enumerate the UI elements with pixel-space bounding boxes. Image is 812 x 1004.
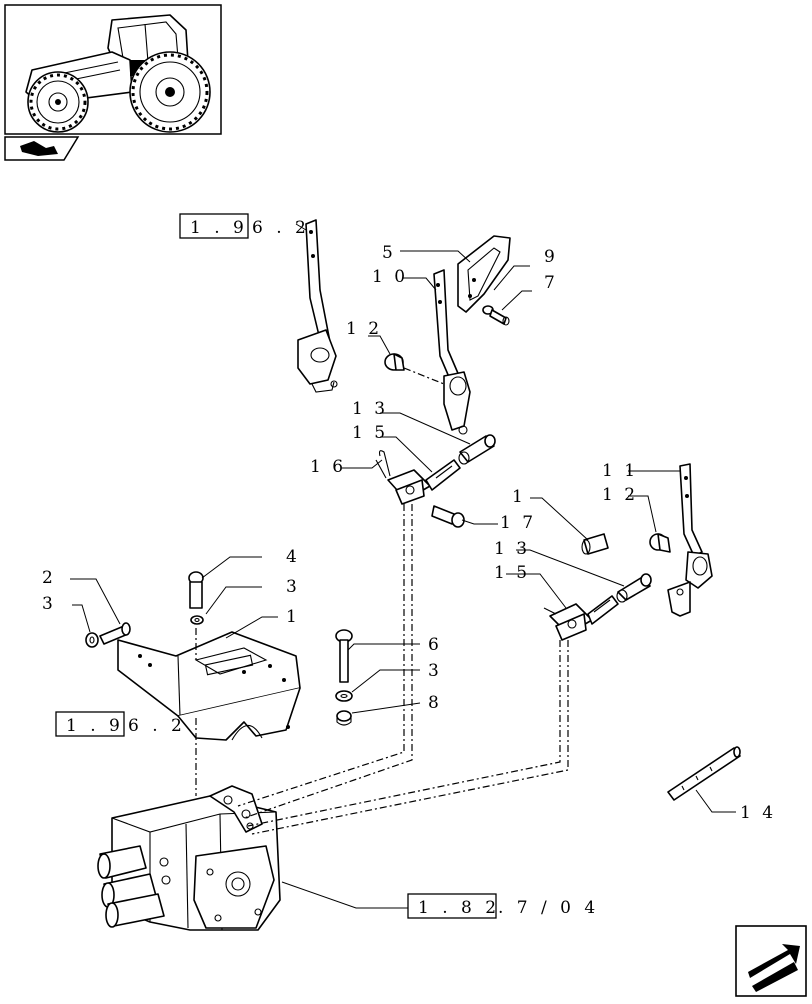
bushing-12-upper xyxy=(384,353,445,385)
handle-5 xyxy=(457,235,511,313)
callout-17: 1 7 xyxy=(500,513,536,533)
upper-lever-left xyxy=(297,219,338,393)
callout-13-upper: 1 3 xyxy=(352,399,388,419)
callout-3-center: 3 xyxy=(428,661,442,681)
linkage-paths xyxy=(195,504,569,835)
callout-8: 8 xyxy=(428,693,442,713)
callout-12-right: 1 2 xyxy=(602,485,638,505)
callout-15-upper: 1 5 xyxy=(352,423,388,443)
lever-11 xyxy=(667,463,713,617)
callout-16: 1 6 xyxy=(310,457,346,477)
callout-12-upper: 1 2 xyxy=(346,319,382,339)
nut-8 xyxy=(336,710,352,726)
washer-3-left xyxy=(85,632,99,648)
ref-left-label: 1 . 9 xyxy=(66,716,124,736)
callout-1-upper: 1 xyxy=(512,487,526,507)
bolt-6 xyxy=(335,629,353,683)
leader-lines xyxy=(70,223,736,909)
ref-bottom-label: 1 . 8 2 xyxy=(418,898,500,918)
clevis-15-right xyxy=(543,595,619,641)
callout-14: 1 4 xyxy=(740,803,776,823)
callout-1-bracket: 1 xyxy=(286,607,300,627)
callout-7: 7 xyxy=(544,273,558,293)
ref-bottom-suffix: . 7 / 0 4 xyxy=(498,898,599,918)
ref-box-left: 1 . 9 6 . 2 xyxy=(55,711,186,737)
pin-13-right xyxy=(616,573,652,603)
tractor-thumbnail-icon xyxy=(4,4,222,135)
ref-left-suffix: 6 . 2 xyxy=(128,716,186,736)
section-arrow-icon xyxy=(4,136,80,161)
bracket-plate-1 xyxy=(117,631,301,741)
callout-15-right: 1 5 xyxy=(494,563,530,583)
sleeve-1 xyxy=(581,533,609,555)
cotter-pin-16 xyxy=(375,450,391,479)
callout-10: 1 0 xyxy=(372,267,408,287)
callout-5: 5 xyxy=(382,243,396,263)
bushing-12-right xyxy=(649,533,671,553)
next-page-arrow-icon[interactable] xyxy=(735,925,807,997)
callout-9: 9 xyxy=(544,247,558,267)
callout-3-left: 3 xyxy=(42,594,56,614)
ref-top-label: 1 . 9 xyxy=(190,218,248,238)
rod-14 xyxy=(667,746,741,801)
bolt-7 xyxy=(482,305,510,326)
bolt-4 xyxy=(188,571,204,625)
callouts: 5 1 0 9 7 1 2 1 3 1 5 1 6 1 7 1 1 1 2 1 … xyxy=(42,243,776,823)
callout-4: 4 xyxy=(286,547,300,567)
callout-2: 2 xyxy=(42,568,56,588)
lever-10 xyxy=(433,269,471,435)
ref-box-top: 1 . 9 6 . 2 xyxy=(179,213,310,239)
pin-17 xyxy=(431,505,465,528)
washer-3-center xyxy=(335,690,353,702)
callout-3-upper: 3 xyxy=(286,577,300,597)
ref-box-bottom: 1 . 8 2 . 7 / 0 4 xyxy=(407,893,599,919)
clevis-15-upper xyxy=(387,459,461,505)
callout-6: 6 xyxy=(428,635,442,655)
callout-13-right: 1 3 xyxy=(494,539,530,559)
pin-13-upper xyxy=(458,434,496,465)
callout-11: 1 1 xyxy=(602,461,638,481)
bolt-2 xyxy=(99,622,131,645)
ref-top-suffix: 6 . 2 xyxy=(252,218,310,238)
control-valve-block xyxy=(97,785,281,931)
